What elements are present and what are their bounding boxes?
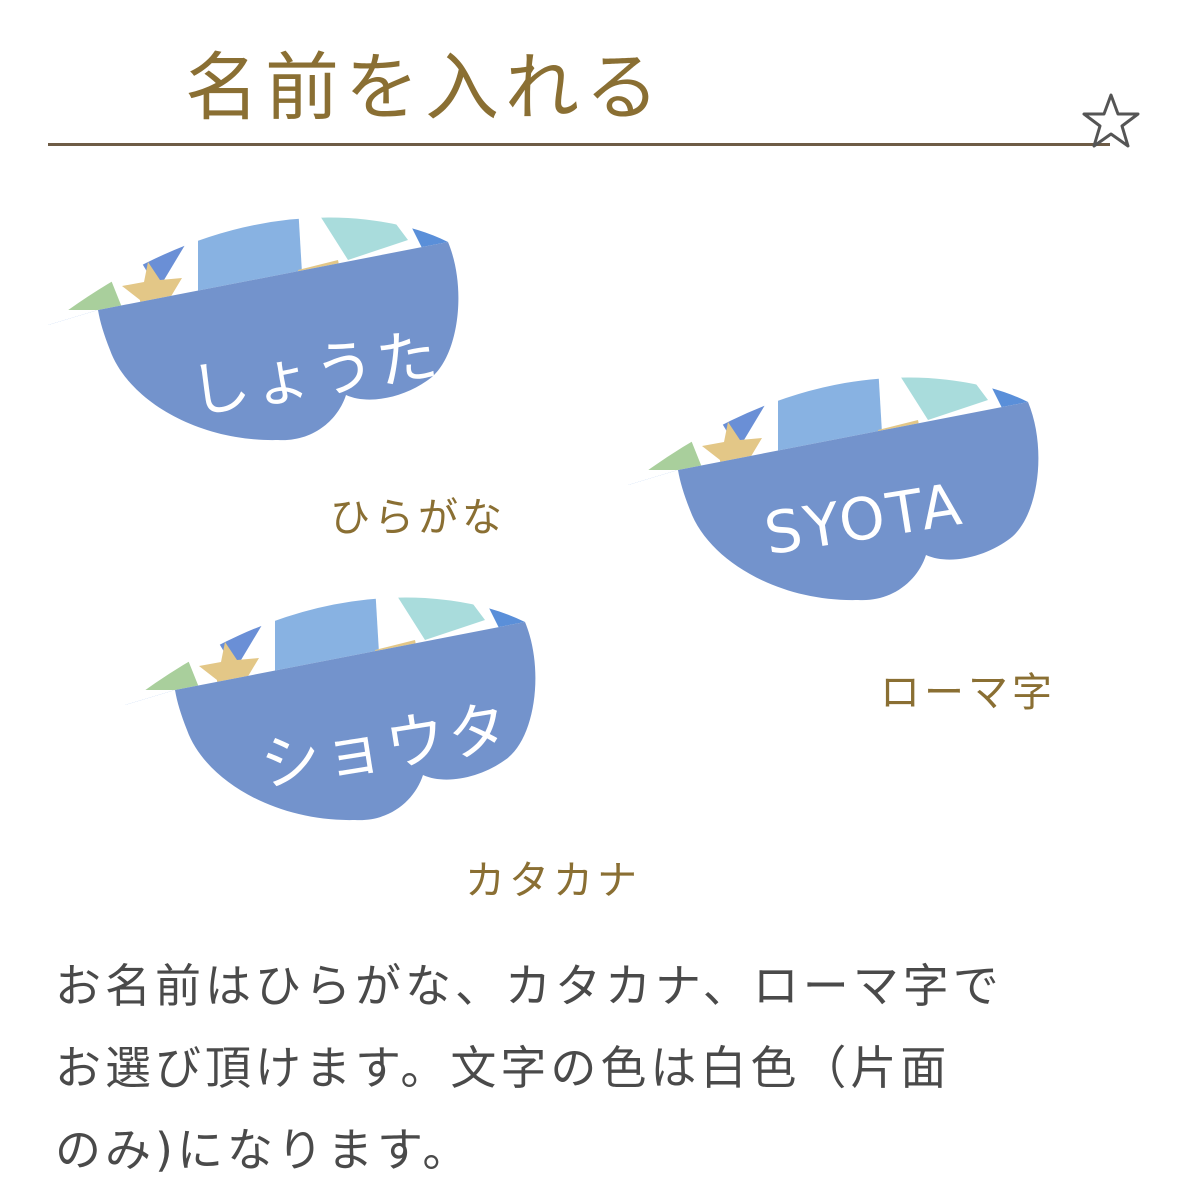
pillow-sample-romaji: SYOTA bbox=[628, 360, 1108, 660]
caption-hiragana: ひらがな bbox=[330, 495, 506, 541]
star-icon bbox=[1082, 93, 1140, 148]
description-line: のみ)になります。 bbox=[55, 1123, 473, 1177]
caption-katakana: カタカナ bbox=[465, 858, 641, 904]
description-line: お名前はひらがな、カタカナ、ローマ字で bbox=[55, 959, 1003, 1013]
pillow-sample-hiragana: しょうた bbox=[48, 200, 528, 500]
title-underline bbox=[48, 143, 1110, 146]
description-text: お名前はひらがな、カタカナ、ローマ字で お選び頂けます。文字の色は白色（片面 の… bbox=[55, 945, 1165, 1191]
pillow-sample-katakana: ショウタ bbox=[125, 580, 605, 880]
description-line: お選び頂けます。文字の色は白色（片面 bbox=[55, 1041, 951, 1095]
page-title: 名前を入れる bbox=[185, 45, 665, 131]
caption-romaji: ローマ字 bbox=[880, 670, 1056, 716]
